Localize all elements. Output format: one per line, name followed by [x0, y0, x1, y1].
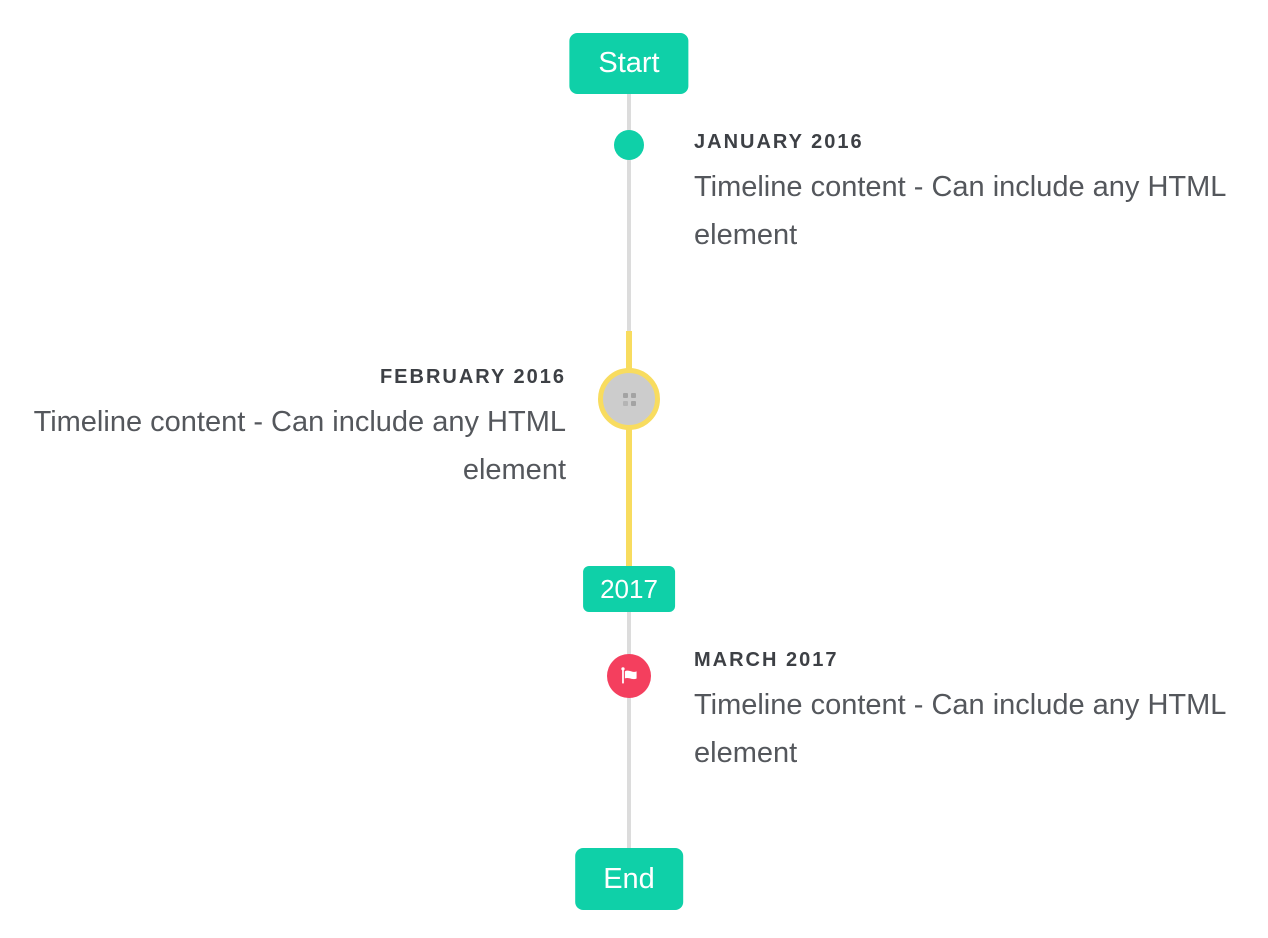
february-image-marker[interactable]	[598, 368, 660, 430]
entry-content: Timeline content - Can include any HTML …	[33, 406, 566, 486]
year-2017-badge[interactable]: 2017	[583, 566, 675, 612]
entry-title: JANUARY 2016	[694, 131, 864, 153]
start-badge[interactable]: Start	[569, 33, 689, 94]
timeline-entry-february-2016: FEBRUARY 2016 Timeline content - Can inc…	[26, 366, 566, 494]
entry-content: Timeline content - Can include any HTML …	[694, 171, 1226, 251]
january-dot-marker[interactable]	[614, 130, 644, 160]
timeline-entry-march-2017: MARCH 2017 Timeline content - Can includ…	[694, 649, 1234, 777]
entry-title: FEBRUARY 2016	[379, 366, 566, 388]
march-flag-marker[interactable]	[607, 654, 651, 698]
flag-icon	[620, 666, 637, 684]
broken-image-icon	[622, 392, 636, 406]
timeline-entry-january-2016: JANUARY 2016 Timeline content - Can incl…	[694, 131, 1234, 259]
entry-content: Timeline content - Can include any HTML …	[694, 689, 1226, 769]
end-badge[interactable]: End	[575, 848, 683, 910]
entry-title: MARCH 2017	[694, 649, 839, 671]
timeline-line-highlight	[626, 331, 632, 567]
